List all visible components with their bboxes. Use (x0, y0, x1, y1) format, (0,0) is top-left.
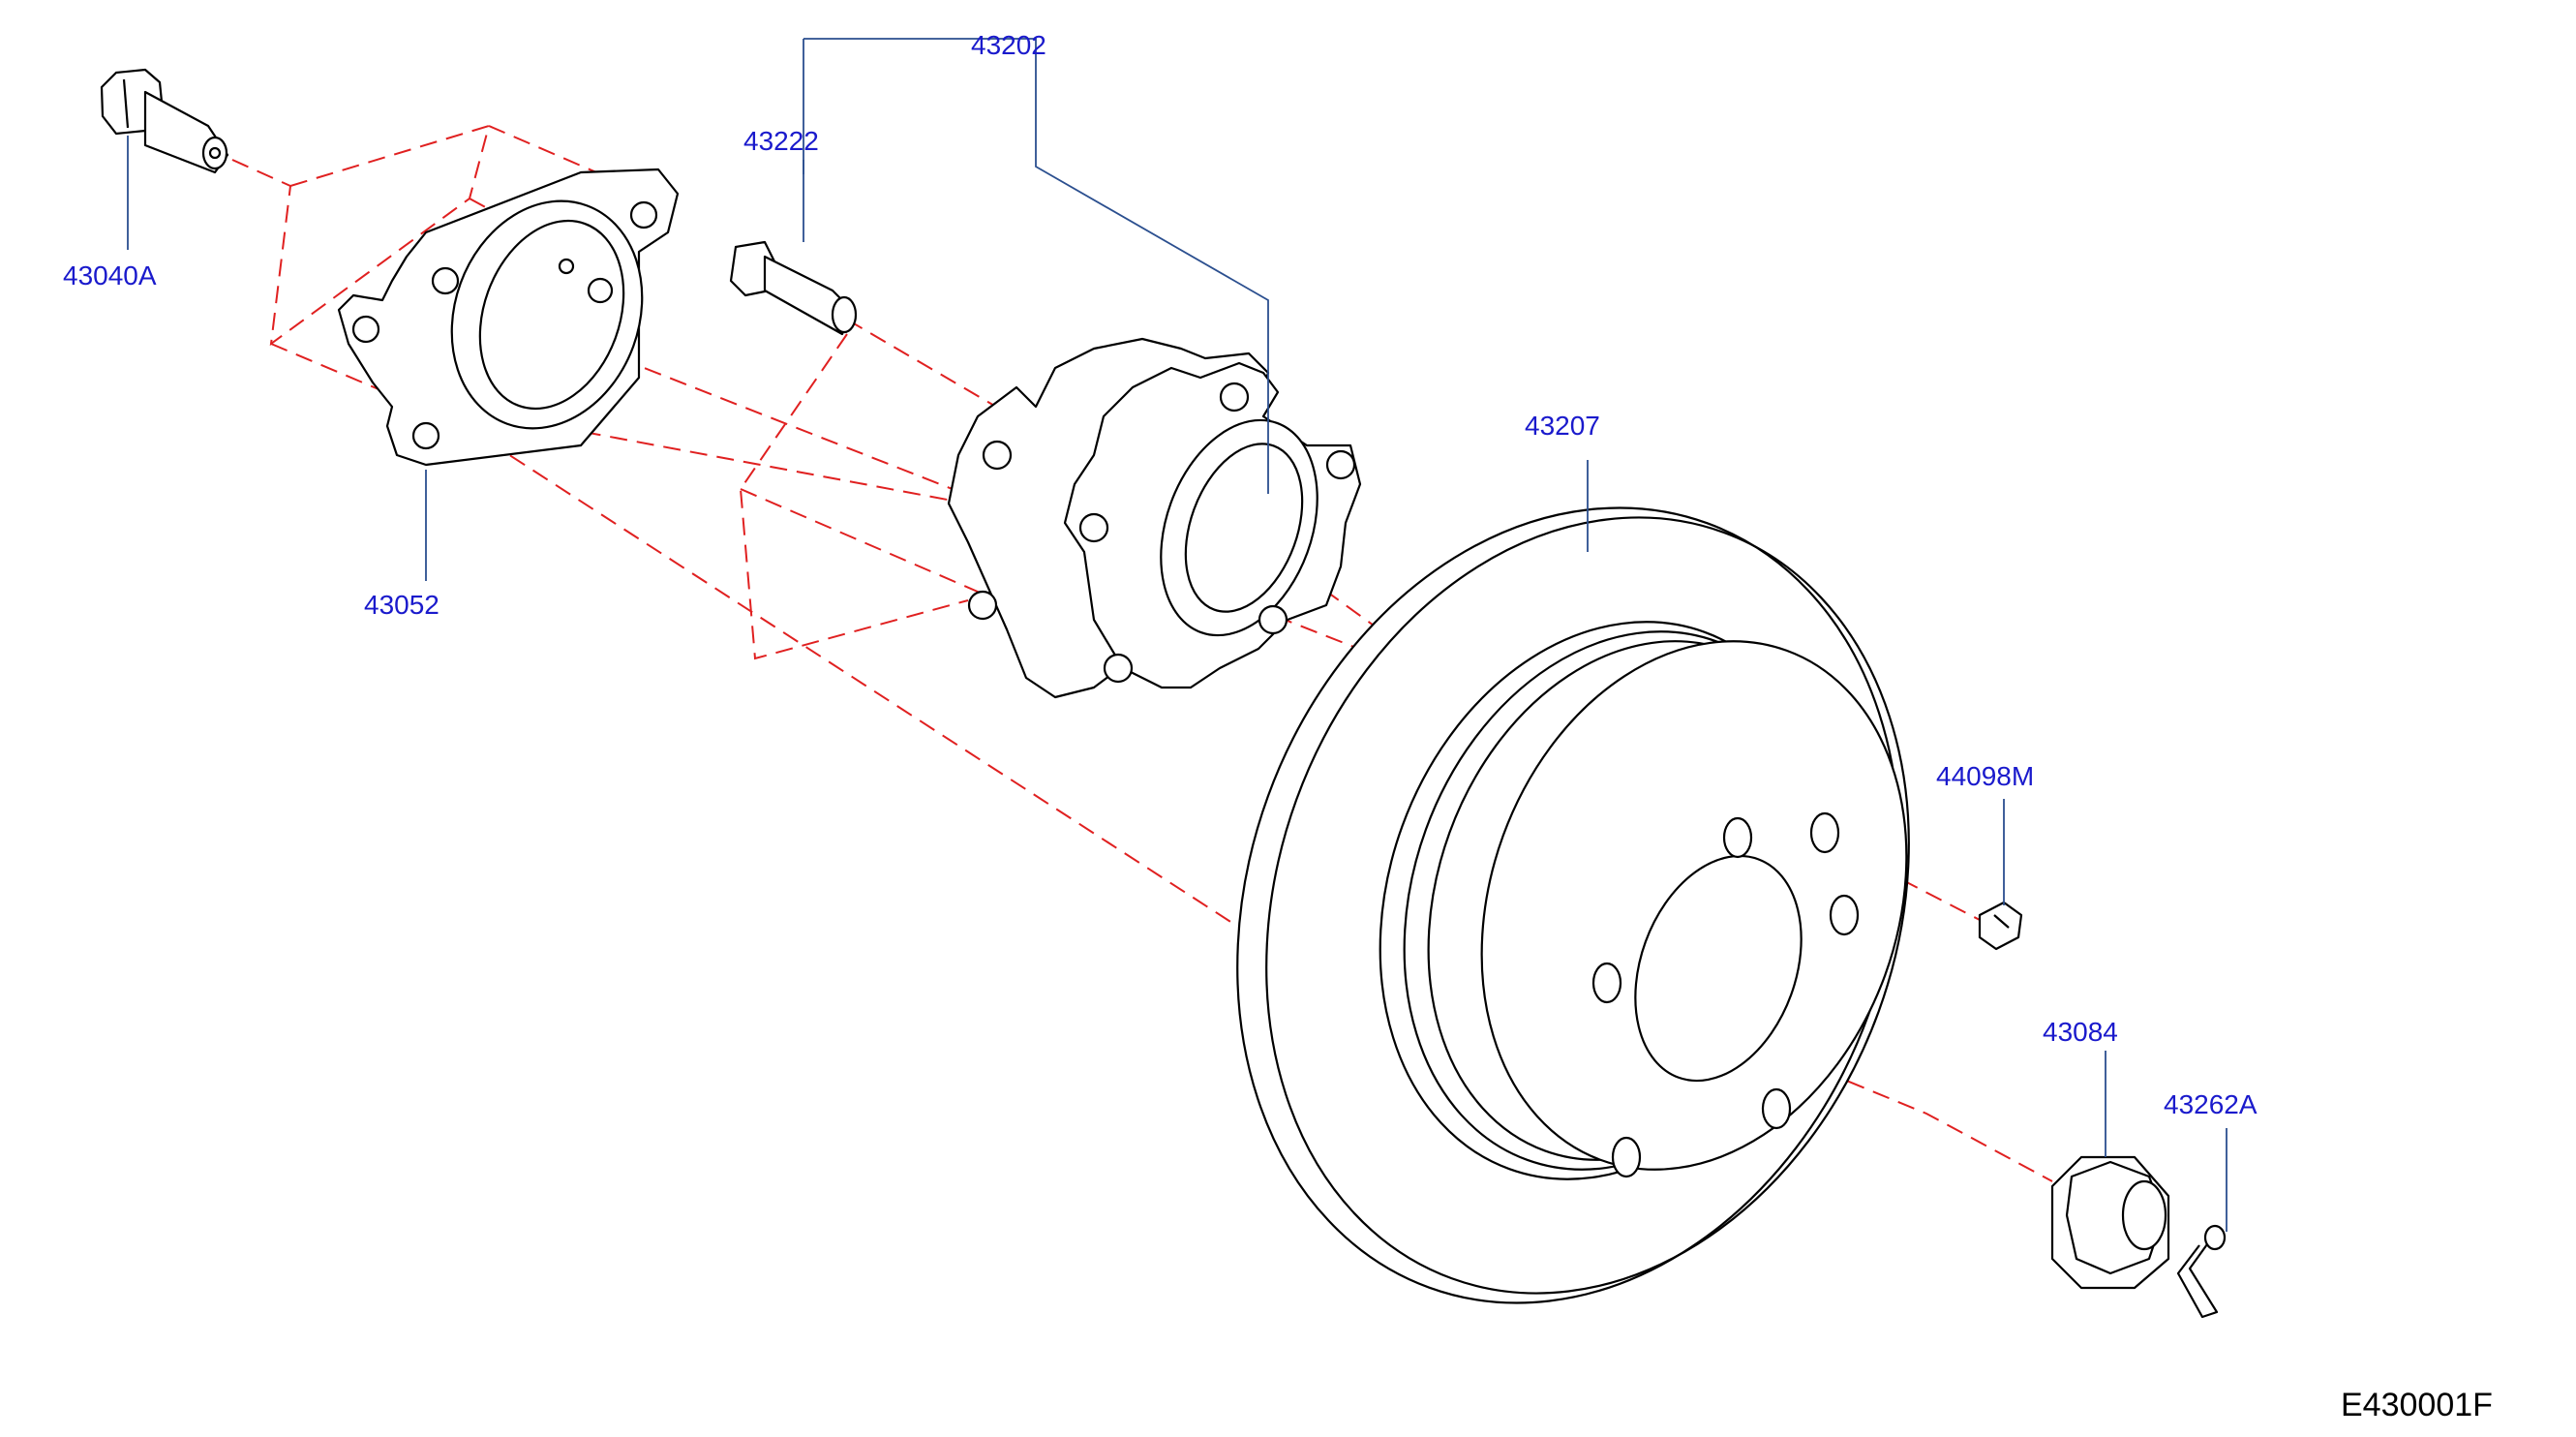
part-label-43207[interactable]: 43207 (1525, 411, 1600, 441)
part-label-43202[interactable]: 43202 (971, 30, 1046, 60)
brake-rotor-drawing (1236, 506, 1910, 1304)
axis-line (739, 333, 1066, 660)
mounting-bolt-drawing (100, 68, 229, 174)
part-label-44098M[interactable]: 44098M (1936, 761, 2034, 791)
part-label-43084[interactable]: 43084 (2043, 1017, 2118, 1047)
backing-plate-drawing (337, 168, 680, 467)
rotor-plug-drawing (1978, 901, 2023, 951)
part-labels: 43202 43222 43040A 43052 43207 44098M 43… (63, 30, 2258, 1119)
axis-line (231, 159, 291, 187)
axis-line (269, 124, 669, 398)
leader-43202 (803, 38, 1269, 494)
part-label-43262A[interactable]: 43262A (2164, 1089, 2258, 1119)
hub-bearing-drawing (947, 337, 1362, 699)
cotter-pin-drawing (2176, 1224, 2227, 1319)
leader-lines (127, 38, 2227, 1232)
diagram-code: E430001F (2341, 1387, 2493, 1423)
part-label-43222[interactable]: 43222 (743, 126, 819, 156)
axle-nut-drawing (2050, 1155, 2170, 1290)
part-label-43052[interactable]: 43052 (364, 590, 439, 620)
part-label-43040A[interactable]: 43040A (63, 260, 157, 290)
hub-bolt-drawing (729, 240, 858, 336)
